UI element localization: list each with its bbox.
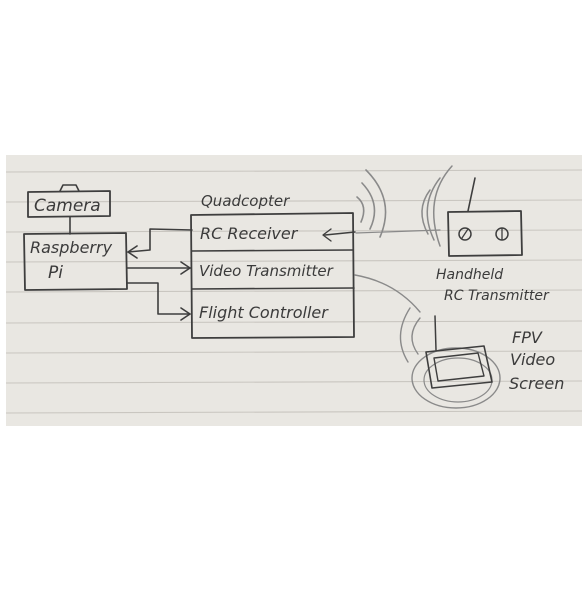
camera-block: Camera <box>27 184 111 218</box>
pi-label: Pi <box>48 263 63 283</box>
camera-label: Camera <box>34 196 101 216</box>
fpv-label: FPV <box>512 328 543 347</box>
quadcopter-signal-waves <box>354 169 421 313</box>
pi-to-flight-controller-arrow <box>126 282 191 315</box>
screen-label: Screen <box>509 374 564 393</box>
fpv-screen-block: FPV Video Screen <box>399 307 564 409</box>
video-transmitter-label: Video Transmitter <box>199 262 334 280</box>
handheld-to-receiver-arrow <box>324 231 356 236</box>
flight-controller-label: Flight Controller <box>199 303 329 322</box>
quadcopter-block: Quadcopter RC Receiver Video Transmitter… <box>190 192 355 339</box>
raspberry-pi-block: Raspberry Pi <box>23 232 128 291</box>
rc-receiver-label: RC Receiver <box>200 224 299 243</box>
rc-receiver-to-pi-arrow <box>127 228 193 253</box>
handheld-transmitter-block: Handheld RC Transmitter <box>421 165 550 304</box>
handheld-label: Handheld <box>436 267 503 283</box>
video-label: Video <box>510 350 555 369</box>
quadcopter-title: Quadcopter <box>201 192 290 210</box>
raspberry-label: Raspberry <box>30 238 113 257</box>
rc-transmitter-label: RC Transmitter <box>444 288 550 304</box>
